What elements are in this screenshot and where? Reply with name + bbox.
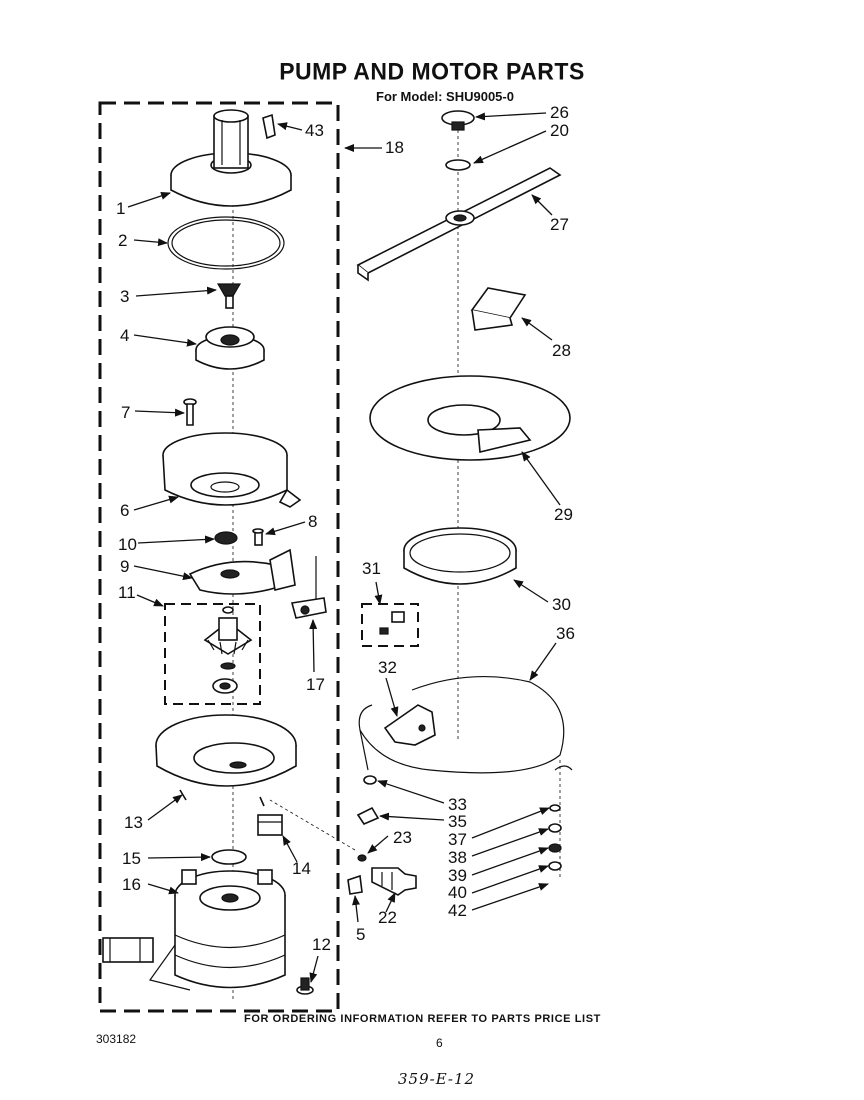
callout-31: 31	[362, 559, 381, 578]
part-9-plate	[188, 548, 296, 595]
part-12-screw	[296, 977, 314, 995]
callout-43: 43	[305, 121, 324, 140]
part-26-cap	[441, 110, 475, 131]
callout-29: 29	[554, 505, 573, 524]
part-4-impeller	[195, 326, 265, 370]
callout-32: 32	[378, 658, 397, 677]
part-28-deflector	[470, 287, 527, 331]
part-16-motor	[102, 869, 286, 991]
leader-lines	[127, 112, 561, 983]
subassembly-11-frame	[164, 603, 261, 705]
callout-30: 30	[552, 595, 571, 614]
callout-7: 7	[121, 403, 130, 422]
callout-40: 40	[448, 883, 467, 902]
page-title: PUMP AND MOTOR PARTS	[279, 57, 585, 85]
callout-23: 23	[393, 828, 412, 847]
callout-1: 1	[116, 199, 125, 218]
callout-14: 14	[292, 859, 311, 878]
part-29-filter-screen	[369, 375, 571, 461]
callout-6: 6	[120, 501, 129, 520]
callout-12: 12	[312, 935, 331, 954]
callout-36: 36	[556, 624, 575, 643]
callout-3: 3	[120, 287, 129, 306]
callout-37: 37	[448, 830, 467, 849]
part-3-fitting	[216, 283, 242, 309]
part-35-clip	[356, 806, 380, 825]
callout-9: 9	[120, 557, 129, 576]
callout-20: 20	[550, 121, 569, 140]
part-17-switch	[290, 556, 327, 619]
callout-8: 8	[308, 512, 317, 531]
handwritten-note: 359-E-12	[398, 1070, 476, 1088]
part-31-parts-kit	[379, 611, 405, 635]
subassembly-31-frame	[361, 603, 419, 647]
part-30-ring	[403, 527, 517, 585]
part-5-clip	[347, 874, 363, 895]
heater-hardware-stack	[548, 765, 573, 871]
part-1-pump-cover	[170, 109, 292, 207]
callout-5: 5	[356, 925, 365, 944]
part-32-bracket	[383, 704, 436, 746]
callout-35: 35	[448, 812, 467, 831]
part-15-washer	[211, 849, 247, 865]
callout-10: 10	[118, 535, 137, 554]
part-36-heater-element	[358, 675, 565, 774]
callout-42: 42	[448, 901, 467, 920]
callout-26: 26	[550, 103, 569, 122]
callout-15: 15	[122, 849, 141, 868]
part-10-washer	[214, 531, 238, 545]
part-6-pump-housing	[162, 432, 302, 508]
page-number: 6	[436, 1036, 443, 1050]
callout-13: 13	[124, 813, 143, 832]
callout-16: 16	[122, 875, 141, 894]
part-7-screw	[183, 398, 197, 426]
document-number: 303182	[96, 1032, 137, 1046]
callout-22: 22	[378, 908, 397, 927]
part-22-fitting	[371, 867, 417, 896]
part-33-nut	[363, 775, 377, 785]
callout-38: 38	[448, 848, 467, 867]
pump-assembly-frame	[98, 101, 340, 1013]
part-23-washer	[357, 854, 367, 862]
model-subtitle: For Model: SHU9005-0	[376, 89, 514, 104]
callout-33: 33	[448, 795, 467, 814]
part-2-seal-ring	[167, 216, 285, 270]
callout-27: 27	[550, 215, 569, 234]
ordering-info-note: FOR ORDERING INFORMATION REFER TO PARTS …	[244, 1013, 601, 1025]
part-13-motor-mount	[155, 714, 297, 807]
callout-17: 17	[306, 675, 325, 694]
callout-11: 11	[118, 583, 136, 602]
callout-2: 2	[118, 231, 127, 250]
callout-4: 4	[120, 326, 129, 345]
part-14-spacer	[257, 814, 283, 836]
part-20-washer	[445, 159, 471, 171]
callout-28: 28	[552, 341, 571, 360]
part-8-screw	[252, 528, 264, 546]
part-43-clip	[262, 113, 276, 140]
callout-39: 39	[448, 866, 467, 885]
callout-18: 18	[385, 138, 404, 157]
part-27-spray-arm	[356, 167, 562, 282]
part-11-chopper-assembly	[203, 606, 253, 694]
